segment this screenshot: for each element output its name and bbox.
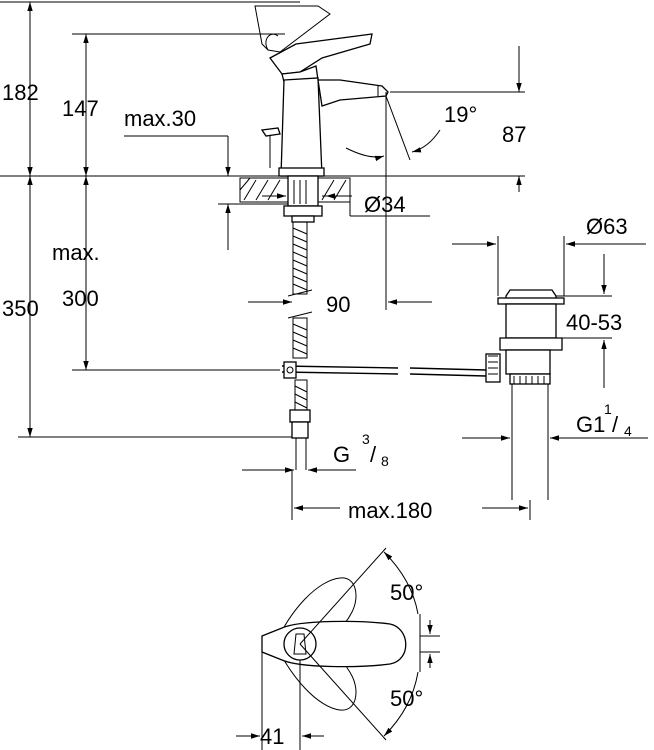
svg-text:G: G [333,442,350,467]
dim-max-180: max.180 [348,498,432,523]
dim-19-degree: 19° [444,102,477,127]
dim-40-53: 40-53 [566,310,622,335]
svg-text:8: 8 [381,453,389,469]
svg-text:1: 1 [604,401,612,417]
dim-41: 41 [260,724,284,749]
dim-o63: Ø63 [586,214,628,239]
svg-text:/: / [612,412,619,437]
dim-max-label: max. [52,240,100,265]
flexible-hose [287,221,313,470]
dim-50-degree-top: 50° [390,580,423,605]
countertop-section [239,175,430,223]
dim-147: 147 [62,96,99,121]
svg-text:G1: G1 [576,412,605,437]
dim-max-30: max.30 [124,106,196,131]
dim-300: 300 [62,286,99,311]
max-30-dimension [124,135,296,250]
thread-g114-label: G1 1 / 4 [576,401,632,439]
dimension-90 [248,240,432,310]
faucet-side-view [254,5,389,177]
thread-g38-label: G 3 / 8 [333,431,389,469]
dim-50-degree-bottom: 50° [390,686,423,711]
dimension-max-180 [291,470,531,520]
dim-o34: Ø34 [364,192,406,217]
pop-up-rod [281,361,487,379]
dimension-o63 [452,236,646,296]
svg-text:4: 4 [624,423,632,439]
faucet-top-view [261,547,440,741]
waste-drain [485,289,565,500]
dim-182: 182 [2,80,39,105]
dimension-40-53 [556,254,612,388]
dim-350: 350 [2,296,39,321]
left-dimension-lines [0,1,525,438]
dim-90: 90 [326,292,350,317]
dimension-41 [236,652,324,750]
spout-angle-lines [345,46,525,240]
svg-text:/: / [370,442,377,467]
dim-87: 87 [502,122,526,147]
svg-text:3: 3 [362,431,370,447]
